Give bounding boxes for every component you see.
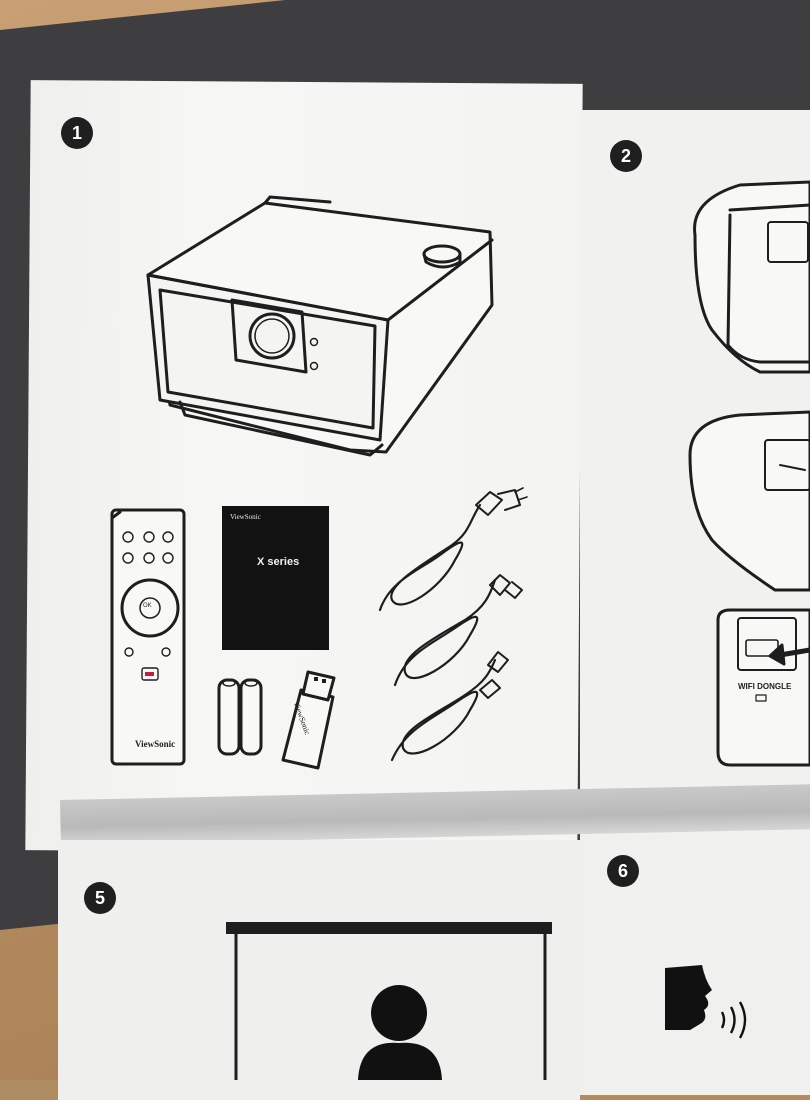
manual-title-label: X series <box>257 556 300 568</box>
step-6-badge: 6 <box>607 855 639 887</box>
panel-step-5 <box>58 840 580 1100</box>
voice-command-icon <box>665 965 747 1039</box>
person-icon <box>358 985 442 1080</box>
manual-booklet-icon <box>222 506 329 650</box>
power-cable-icon <box>378 487 528 612</box>
wifi-dongle-callout <box>716 608 810 767</box>
wifi-dongle-label: WIFI DONGLE <box>738 682 792 691</box>
projector-rear-icon <box>688 180 810 592</box>
usb-dongle-icon <box>281 670 336 770</box>
remote-ok-label: OK <box>143 603 152 609</box>
manual-brand-label: ViewSonic <box>230 513 261 521</box>
step-2-badge: 2 <box>610 140 642 172</box>
usb-cable-icon <box>390 651 509 762</box>
hdmi-cable-icon <box>393 574 523 687</box>
step-1-badge: 1 <box>61 117 93 149</box>
remote-brand-label: ViewSonic <box>135 739 176 749</box>
projector-icon <box>146 195 494 457</box>
projection-screen-icon <box>226 922 552 1080</box>
batteries-icon <box>217 678 263 756</box>
remote-control-icon <box>110 508 186 766</box>
step-5-badge: 5 <box>84 882 116 914</box>
